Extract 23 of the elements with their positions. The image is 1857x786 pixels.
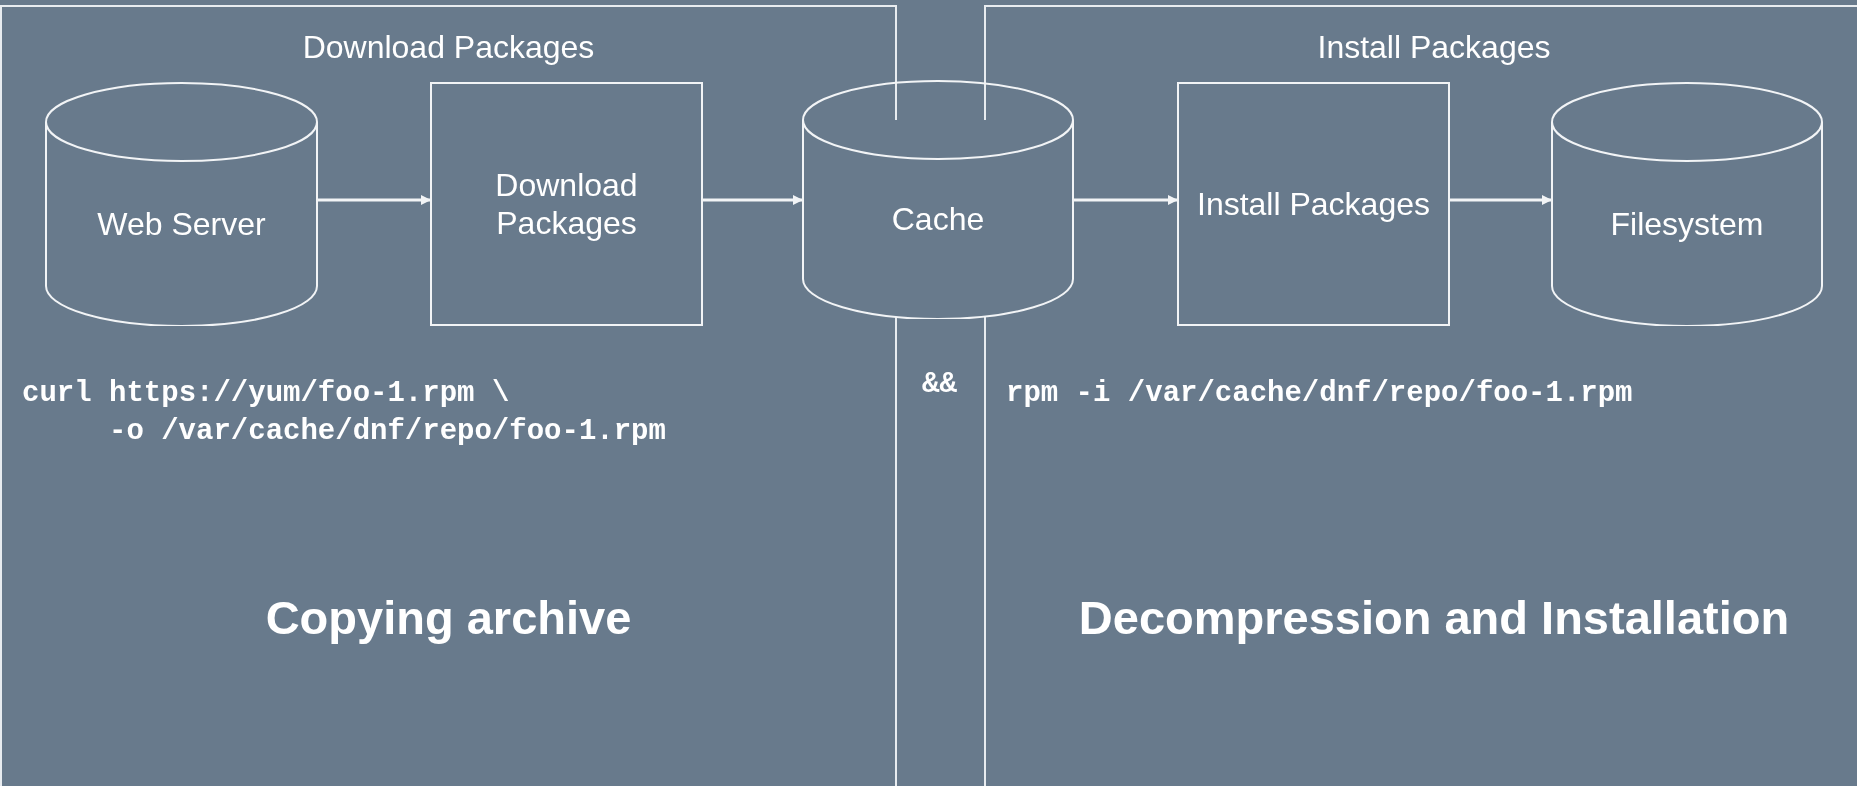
command-text: curl https://yum/foo-1.rpm \ [22, 376, 510, 412]
node-label: Download Packages [494, 165, 639, 243]
panel [984, 5, 1857, 786]
process-box [430, 82, 703, 326]
node-label: Web Server [96, 204, 267, 244]
process-box [1177, 82, 1450, 326]
node-label: Cache [890, 200, 986, 239]
database-cylinder [802, 80, 1074, 319]
command-text: -o /var/cache/dnf/repo/foo-1.rpm [109, 414, 666, 450]
database-cylinder [1551, 82, 1823, 326]
arrow [1074, 195, 1178, 205]
section-heading: Copying archive [264, 590, 633, 645]
arrow [703, 195, 803, 205]
section-heading: Decompression and Installation [1077, 590, 1791, 645]
operator-text: && [922, 368, 957, 401]
command-text: rpm -i /var/cache/dnf/repo/foo-1.rpm [1006, 376, 1633, 412]
arrow [1450, 195, 1552, 205]
database-cylinder [45, 82, 318, 326]
node-label: Install Packages [1196, 184, 1431, 224]
panel-title: Download Packages [301, 29, 596, 66]
panel-title: Install Packages [1316, 29, 1552, 66]
node-label: Filesystem [1609, 204, 1765, 244]
arrow [318, 195, 431, 205]
